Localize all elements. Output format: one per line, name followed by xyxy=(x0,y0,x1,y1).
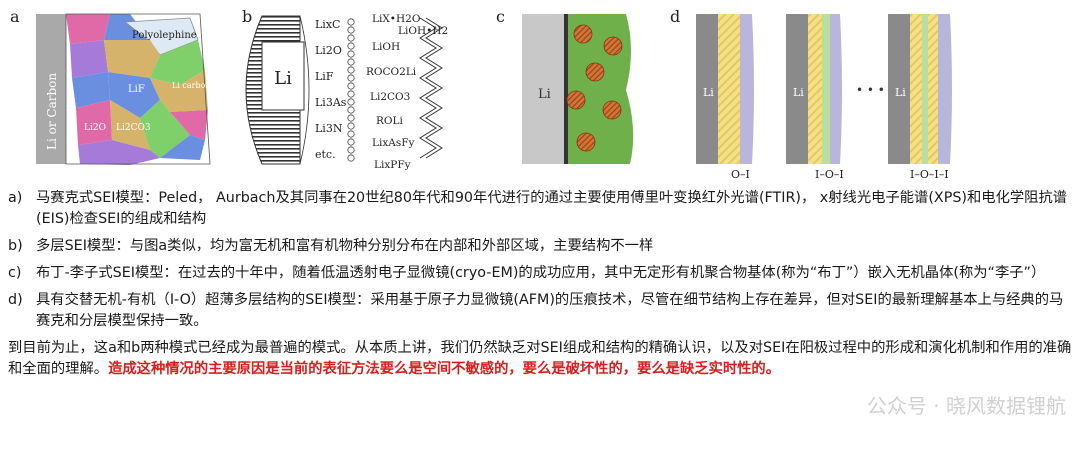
panel-b-outer-layer: ROLi xyxy=(376,115,403,127)
panel-a-polyolephine-label: Polyolephine xyxy=(132,30,197,41)
watermark: 公众号 · 晓风数据锂航 xyxy=(866,394,1066,418)
summary-paragraph: 到目前为止，这a和b两种模式已经成为最普遍的模式。从本质上讲，我们仍然缺乏对SE… xyxy=(8,338,1072,380)
panel-a-li-electrode xyxy=(36,14,66,164)
panel-b-inner-layer: LiF xyxy=(315,70,334,83)
list-item: b) 多层SEI模型：与图a类似，均为富无机和富有机物种分别分布在内部和外部区域… xyxy=(8,236,1072,257)
list-item: c) 布丁-李子式SEI模型：在过去的十年中，随着低温透射电子显微镜(cryo-… xyxy=(8,263,1072,284)
panel-c: Li xyxy=(522,14,634,164)
panel-a-li2co3-label: Li2CO3 xyxy=(116,123,151,133)
panel-d-li-label: Li xyxy=(793,86,804,99)
panel-letter-a: a xyxy=(10,7,20,26)
item-label: b) xyxy=(8,238,23,254)
panel-b-outer-layer: LixPFy xyxy=(374,159,411,171)
panel-d: Li Li • • • Li O–I I–O–I I–O–I–I xyxy=(696,14,952,180)
panel-b-outer-layer: LixAsFy xyxy=(372,137,415,149)
panel-letter-c: c xyxy=(496,7,505,26)
panel-letter-b: b xyxy=(242,7,252,26)
list-item: a) 马赛克式SEI模型：Peled， Aurbach及其同事在20世纪80年代… xyxy=(8,188,1072,230)
summary-text: 到目前为止，这a和b两种模式已经成为最普遍的模式。从本质上讲，我们仍然缺乏对SE… xyxy=(8,340,1072,377)
panel-b-inner-layer: LixC xyxy=(315,18,340,31)
panel-b-outer-layer: LiOH•H2 xyxy=(398,25,448,37)
panel-d-bottom-label: I–O–I xyxy=(815,168,844,180)
item-label: a) xyxy=(8,190,23,206)
item-label: c) xyxy=(8,265,22,281)
item-text: 具有交替无机-有机（I-O）超薄多层结构的SEI模型：采用基于原子力显微镜(AF… xyxy=(36,292,1064,329)
panel-b: Li LixC Li2O LiF Li3As Li3N etc. LiX•H2O… xyxy=(245,13,448,171)
panel-b-inner-layer: etc. xyxy=(315,148,336,161)
item-text: 布丁-李子式SEI模型：在过去的十年中，随着低温透射电子显微镜(cryo-EM)… xyxy=(36,265,1046,281)
figure-panels: Li or Carbon Polyolephine LiF Li2O Li2CO… xyxy=(10,7,952,180)
item-label: d) xyxy=(8,292,23,308)
panel-a: Li or Carbon Polyolephine LiF Li2O Li2CO… xyxy=(36,13,224,165)
summary-highlight: 造成这种情况的主要原因是当前的表征方法要么是空间不敏感的，要么是破坏性的，要么是… xyxy=(108,361,781,377)
panel-d-ellipsis: • • • xyxy=(856,83,885,97)
item-text: 马赛克式SEI模型：Peled， Aurbach及其同事在20世纪80年代和90… xyxy=(36,190,1068,227)
panel-b-inner-layer: Li3N xyxy=(315,122,343,135)
panel-b-li-label: Li xyxy=(274,68,292,89)
panel-b-inner-layer: Li2O xyxy=(315,44,342,57)
panel-d-li-label: Li xyxy=(703,86,714,99)
panel-d-bottom-label: O–I xyxy=(731,168,750,180)
panel-b-inner-layer: Li3As xyxy=(315,96,347,109)
panel-d-li-label: Li xyxy=(895,86,906,99)
panel-a-li2o-label: Li2O xyxy=(84,123,106,133)
panel-d-bottom-label: I–O–I–I xyxy=(910,168,949,180)
panel-letter-d: d xyxy=(670,7,680,26)
panel-c-li-electrode xyxy=(522,14,564,164)
panel-b-outer-layer: ROCO2Li xyxy=(366,66,417,78)
panel-b-outer-layer: LiOH xyxy=(372,41,400,53)
panel-c-li-label: Li xyxy=(538,87,551,102)
item-text: 多层SEI模型：与图a类似，均为富无机和富有机物种分别分布在内部和外部区域，主要… xyxy=(36,238,654,254)
description-list: a) 马赛克式SEI模型：Peled， Aurbach及其同事在20世纪80年代… xyxy=(8,188,1072,380)
panel-a-lif-label: LiF xyxy=(128,84,145,95)
panel-a-carbonate-label: Li carbonate xyxy=(172,81,224,90)
panel-b-outer-layer: LiX•H2O xyxy=(372,13,421,25)
panel-b-outer-layer: Li2CO3 xyxy=(370,91,410,103)
panel-a-electrode-label: Li or Carbon xyxy=(45,73,59,150)
list-item: d) 具有交替无机-有机（I-O）超薄多层结构的SEI模型：采用基于原子力显微镜… xyxy=(8,290,1072,332)
